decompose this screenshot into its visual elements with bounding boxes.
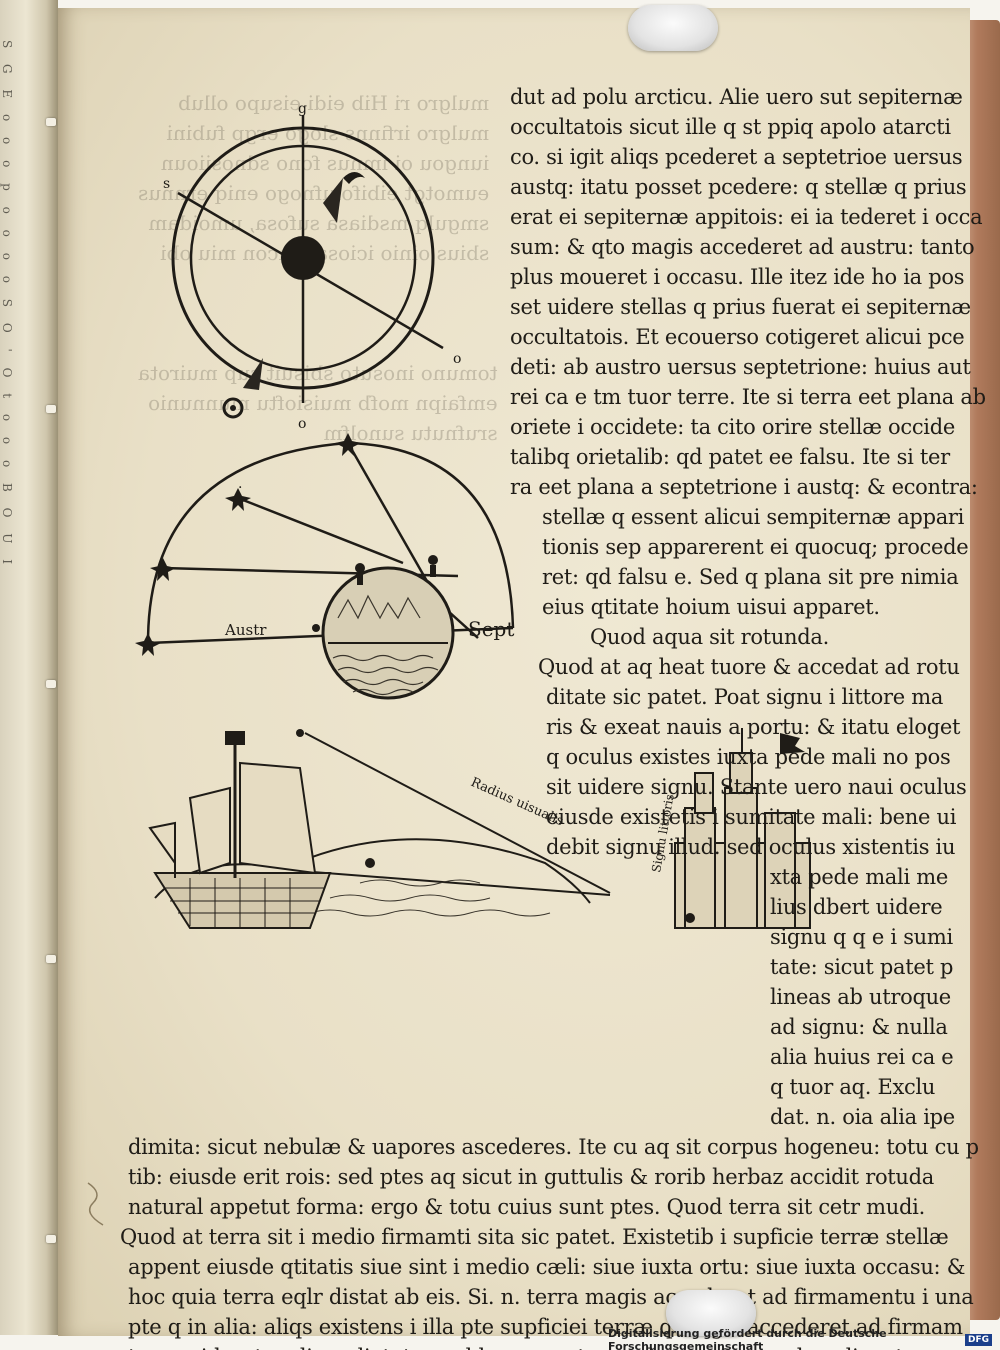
marginal-pen-mark xyxy=(87,1182,104,1226)
text-line: ret: qd falsu e. Sed q plana sit pre nim… xyxy=(542,565,959,589)
binding-stitch xyxy=(46,955,56,963)
text-line: hoc quia terra eqlr distat ab eis. Si. n… xyxy=(128,1285,974,1309)
section-heading-water: Quod aqua sit rotunda. xyxy=(590,625,830,649)
text-line: appent eiusde qtitatis siue sint i medio… xyxy=(128,1255,966,1279)
celestial-sphere-diagram: g o s o xyxy=(163,101,461,432)
svg-text:g: g xyxy=(298,101,307,117)
text-line: tate: sicut patet p xyxy=(770,955,954,979)
binding-gutter xyxy=(0,0,58,1335)
svg-text:o: o xyxy=(453,351,461,367)
text-line: pte q in alia: aliqs existens i illa pte… xyxy=(128,1315,963,1339)
text-line: eius qtitate hoium uisui apparet. xyxy=(542,595,880,619)
text-line: xta pede mali me xyxy=(770,865,948,889)
text-line: Quod at terra sit i medio firmamti sita … xyxy=(120,1225,949,1249)
text-line: lineas ab utroque xyxy=(770,985,951,1009)
page-clip-bottom xyxy=(666,1290,756,1336)
text-line: rei ca e tm tuor terre. Ite si terra eet… xyxy=(510,385,986,409)
text-line: stellæ q essent alicui sempiternæ appari xyxy=(542,505,965,529)
text-line: tu no uideret cæli medietate: sed hoc e … xyxy=(128,1342,946,1350)
svg-text:o: o xyxy=(298,416,306,432)
credit-text: Digitalisierung gefördert durch die Deut… xyxy=(608,1327,887,1350)
svg-text:.: . xyxy=(238,476,242,492)
text-line: lius dbert uidere xyxy=(770,895,943,919)
text-line: erat ei sepiternæ appitois: ei ia tedere… xyxy=(510,205,983,229)
stars-horizon-diagram: Austr Sept . xyxy=(135,433,514,700)
dfg-logo-icon: DFG xyxy=(964,1334,992,1346)
text-line: ad signu: & nulla xyxy=(770,1015,948,1039)
text-line: tionis sep apparerent ei quocuq; procede xyxy=(542,535,969,559)
text-line: dat. n. oia alia ipe xyxy=(770,1105,955,1129)
text-line: natural appetut forma: ergo & totu cuius… xyxy=(128,1195,925,1219)
text-line: q oculus existes iuxta pede mali no pos xyxy=(546,745,951,769)
text-line: eiusde existetis i sumitate mali: bene u… xyxy=(546,805,957,829)
text-line: oriete i occidete: ta cito orire stellæ … xyxy=(510,415,955,439)
text-line: dimita: sicut nebulæ & uapores ascederes… xyxy=(128,1135,979,1159)
svg-text:s: s xyxy=(163,176,170,192)
digitization-credit: Digitalisierung gefördert durch die Deut… xyxy=(608,1327,1000,1350)
text-line: signu q q e i sumi xyxy=(770,925,953,949)
text-line: deti: ab austro uersus septetrione: huiu… xyxy=(510,355,971,379)
text-line: ra eet plana a septetrione i austq: & ec… xyxy=(510,475,978,499)
page-clip-top xyxy=(628,5,718,51)
text-line: occultatois. Et ecouerso cotigeret alicu… xyxy=(510,325,965,349)
text-line: occultatois sicut ille q st ppiq apolo a… xyxy=(510,115,951,139)
text-line: alia huius rei ca e xyxy=(770,1045,954,1069)
text-line: ditate sic patet. Poat signu i littore m… xyxy=(546,685,944,709)
sept-label: Sept xyxy=(468,617,514,641)
binding-stitch xyxy=(46,680,56,688)
austr-label: Austr xyxy=(224,621,267,639)
text-line: sit uidere signu. Stante uero naui oculu… xyxy=(546,775,967,799)
adjacent-page-edge: S G E o o o p o o o o S O ' O t o o o B … xyxy=(0,40,14,570)
binding-stitch xyxy=(46,118,56,126)
text-line: co. si igit aliqs pcederet a septetrioe … xyxy=(510,145,963,169)
text-line: set uidere stellas q prius fuerat ei sep… xyxy=(510,295,971,319)
text-line: talibq orietalib: qd patet ee falsu. Ite… xyxy=(510,445,950,469)
text-line: Quod at aq heat tuore & accedat ad rotu xyxy=(538,655,960,679)
text-line: q tuor aq. Exclu xyxy=(770,1075,936,1099)
text-line: debit signu illud. sed oculus xistentis … xyxy=(546,835,956,859)
text-line: austq: itatu posset pcedere: q stellæ q … xyxy=(510,175,967,199)
book-page: mulgro ri Hib eidi eisupo ollub mulgro i… xyxy=(58,8,986,1350)
binding-stitch xyxy=(46,405,56,413)
text-line: ris & exeat nauis a portu: & itatu eloge… xyxy=(546,715,961,739)
binding-stitch xyxy=(46,1235,56,1243)
text-line: dut ad polu arcticu. Alie uero sut sepit… xyxy=(510,85,963,109)
text-line: plus moueret i occasu. Ille itez ide ho … xyxy=(510,265,965,289)
text-line: tib: eiusde erit rois: sed ptes aq sicut… xyxy=(128,1165,935,1189)
text-line: sum: & qto magis accederet ad austru: ta… xyxy=(510,235,975,259)
ship-and-castle-diagram: Radius uisualis Signu littoris xyxy=(148,728,811,929)
